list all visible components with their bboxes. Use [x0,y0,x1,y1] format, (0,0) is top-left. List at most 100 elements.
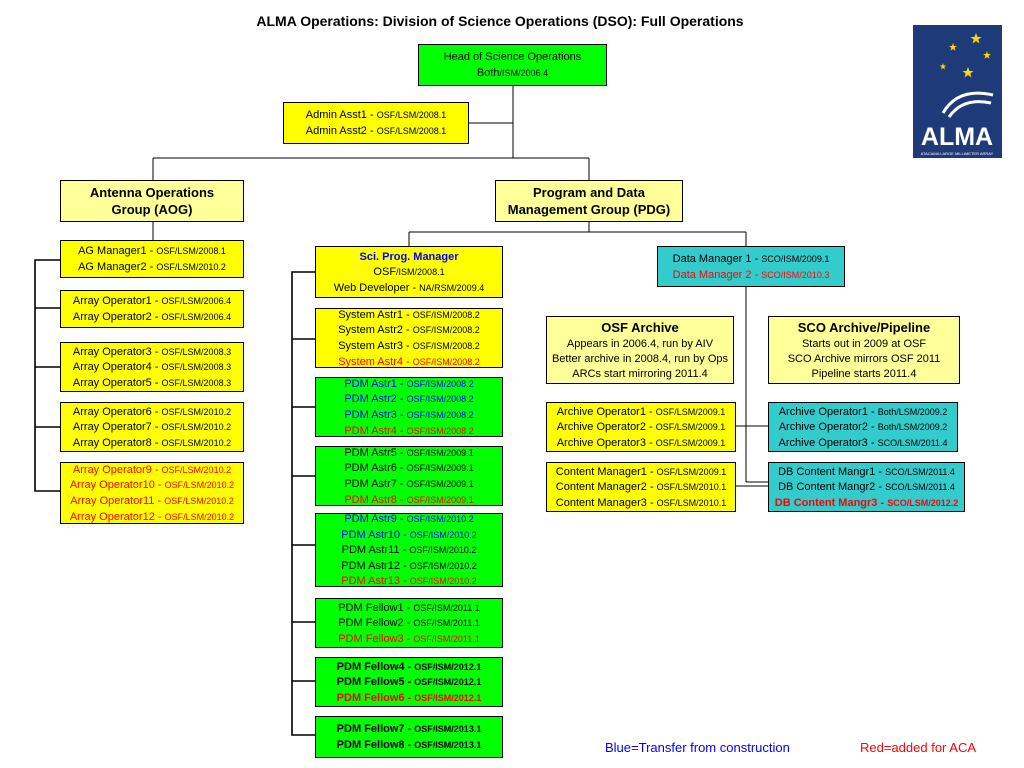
role-label: Better archive in 2008.4, run by Ops [551,353,729,365]
location-code: OSF/LSM/2008.3 [161,362,232,373]
box-line: Admin Asst2 - OSF/LSM/2008.1 [284,123,468,139]
location-code: OSF/LSM/2010.1 [656,482,727,493]
role-label: Admin Asst2 - [305,125,377,137]
box-line: PDM Astr11 - OSF/ISM/2010.2 [316,542,502,558]
box-line: PDM Fellow7 - OSF/ISM/2013.1 [316,721,502,737]
box-line: SCO Archive/Pipeline [769,319,959,336]
box-line: Antenna Operations [61,184,243,201]
role-label: Head of Science Operations [443,51,582,64]
location-code: OSF/ISM/2009.1 [406,494,474,505]
role-label: PDM Fellow5 - [336,676,415,689]
location-code: OSF/LSM/2010.2 [164,480,235,491]
box-line: PDM Fellow1 - OSF/ISM/2011.1 [316,600,502,616]
box-line: Array Operator2 - OSF/LSM/2006.4 [61,309,243,325]
role-label: Data Manager 1 - [672,252,762,265]
box-line: PDM Fellow2 - OSF/ISM/2011.1 [316,615,502,631]
box-line: System Astr3 - OSF/ISM/2008.2 [316,338,502,354]
location-code: OSF/LSM/2006.4 [161,296,232,307]
box-line: PDM Astr2 - OSF/ISM/2008.2 [316,391,502,407]
legend-blue: Blue=Transfer from construction [605,740,790,755]
location-code: SCO/LSM/2012.2 [887,497,959,508]
role-label: Admin Asst1 - [305,109,377,122]
box-line: Appears in 2006.4, run by AIV [547,336,733,351]
box-line: Better archive in 2008.4, run by Ops [547,351,733,366]
location-code: OSF/LSM/2010.2 [156,262,226,272]
role-label: PDM Fellow2 - [338,617,414,630]
box-line: DB Content Mangr3 - SCO/LSM/2012.2 [769,495,964,511]
role-label: OSF Archive [601,320,679,335]
box-line: Content Manager2 - OSF/LSM/2010.1 [547,479,735,495]
role-label: Array Operator8 - [72,436,162,449]
location-code: OSF/LSM/2010.2 [164,496,234,506]
box-line: Admin Asst1 - OSF/LSM/2008.1 [284,107,468,123]
location-code: OSF/ISM/2008.2 [406,425,474,436]
location-code: SCO/LSM/2011.4 [877,437,948,448]
location-code: OSF/ISM/2012.1 [414,677,482,688]
role-label: AG Manager2 - [78,261,157,273]
role-label: Archive Operator1 - [778,405,878,418]
box-line: AG Manager1 - OSF/LSM/2008.1 [61,243,243,259]
location-code: Both/LSM/2009.2 [877,406,948,417]
location-code: OSF/ISM/2009.1 [406,447,474,458]
role-label: Array Operator1 - [72,295,162,308]
location-code: OSF/ISM/2008.2 [406,410,474,420]
location-code: OSF/LSM/2010.2 [161,437,232,448]
role-label: PDM Astr3 - [344,409,407,421]
role-label: Antenna Operations [89,185,215,200]
role-label: PDM Astr5 - [344,446,407,459]
box-line: PDM Fellow3 - OSF/ISM/2011.1 [316,631,502,647]
location-code: OSF/ISM/2010.2 [409,576,477,587]
box-line: Content Manager1 - OSF/LSM/2009.1 [547,464,735,480]
box-line: PDM Astr12 - OSF/ISM/2010.2 [316,558,502,574]
role-label: DB Content Mangr3 - [774,496,888,509]
location-code: OSF/LSM/2009.1 [656,466,727,477]
box-line: Array Operator6 - OSF/LSM/2010.2 [61,404,243,420]
box-line: Array Operator1 - OSF/LSM/2006.4 [61,293,243,309]
role-label: Array Operator2 - [72,311,162,323]
role-label: Data Manager 2 - [672,268,762,281]
location-code: SCO/ISM/2009.1 [761,253,830,264]
alma-logo: ALMA ATACAMA LARGE MILLIMETER ARRAY [913,25,1002,158]
location-code: OSF/LSM/2008.1 [156,246,226,257]
role-label: AG Manager1 - [78,245,157,258]
role-label: Array Operator10 - [69,479,165,492]
box-line: PDM Fellow8 - OSF/ISM/2013.1 [316,737,502,753]
box-line: OSF Archive [547,319,733,336]
box-line: Array Operator8 - OSF/LSM/2010.2 [61,435,243,451]
role-label: PDM Astr2 - [344,393,407,406]
location-code: OSF/LSM/2010.2 [161,422,232,433]
role-label: Both [476,67,500,79]
location-code: NA/RSM/2009.4 [419,282,485,293]
legend-red: Red=added for ACA [860,740,976,755]
box-line: Pipeline starts 2011.4 [769,366,959,381]
location-code: OSF/ISM/2009.1 [406,479,474,489]
box-line: Array Operator7 - OSF/LSM/2010.2 [61,419,243,435]
role-label: PDM Fellow8 - [336,739,415,751]
role-label: PDM Astr12 - [341,559,410,572]
role-label: Array Operator11 - [70,495,165,507]
box-line: Array Operator10 - OSF/LSM/2010.2 [61,477,243,493]
box-line: OSF/ISM/2008.1 [316,264,502,280]
box-line: SCO Archive mirrors OSF 2011 [769,351,959,366]
role-label: Array Operator12 - [69,510,165,523]
role-label: Management Group (PDG) [507,202,671,217]
location-code: OSF/ISM/2008.2 [412,325,480,336]
location-code: SCO/ISM/2010.3 [761,269,830,280]
box-line: Array Operator12 - OSF/LSM/2010.2 [61,509,243,523]
location-code: OSF/ISM/2012.1 [414,692,482,703]
box-line: Data Manager 2 - SCO/ISM/2010.3 [658,267,844,283]
location-code: OSF/LSM/2008.1 [376,126,447,136]
box-line: Head of Science Operations [419,49,606,65]
box-line: PDM Astr5 - OSF/ISM/2009.1 [316,446,502,460]
role-label: Sci. Prog. Manager [359,250,459,263]
box-line: Array Operator11 - OSF/LSM/2010.2 [61,493,243,509]
box-line: Starts out in 2009 at OSF [769,336,959,351]
